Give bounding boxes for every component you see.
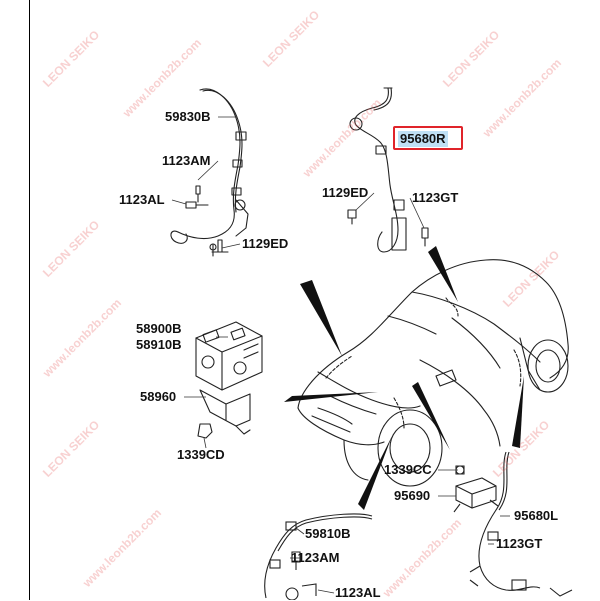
rear-right-wheel-speed-sensor-drawing (264, 513, 373, 600)
part-label-95680L[interactable]: 95680L (514, 508, 559, 523)
part-label-1123GT-top[interactable]: 1123GT (412, 190, 459, 205)
part-label-58900B[interactable]: 58900B (136, 321, 182, 336)
bolt-1123AL-top-drawing (185, 201, 209, 209)
rear-left-wheel-speed-sensor-drawing (469, 451, 573, 597)
vehicle-outline-drawing (297, 259, 569, 487)
abs-modulator-unit-drawing (195, 321, 263, 391)
part-label-1339CD[interactable]: 1339CD (177, 447, 225, 462)
pointer-wedges (284, 246, 524, 510)
part-label-1339CC[interactable]: 1339CC (384, 462, 432, 477)
bolt-1129ED-left-drawing (211, 239, 229, 253)
part-label-1123AM-bottom[interactable]: 1123AM (291, 550, 340, 565)
part-label-1129ED-left[interactable]: 1129ED (242, 236, 289, 251)
front-left-wheel-speed-sensor-drawing (170, 88, 249, 257)
leader-lines (171, 116, 510, 594)
part-label-95690[interactable]: 95690 (394, 488, 431, 503)
part-label-1123AL-top[interactable]: 1123AL (119, 192, 165, 207)
part-label-58960[interactable]: 58960 (140, 389, 177, 404)
part-label-58910B[interactable]: 58910B (136, 337, 182, 352)
bolt-1123GT-top-drawing (421, 227, 429, 247)
part-label-1123AM-top[interactable]: 1123AM (162, 153, 211, 168)
part-label-59830B[interactable]: 59830B (165, 109, 211, 124)
nut-1339CD-drawing (197, 423, 213, 439)
part-label-59810B[interactable]: 59810B (305, 526, 351, 541)
yaw-rate-sensor-drawing (453, 465, 499, 513)
part-label-1123GT-bottom[interactable]: 1123GT (496, 536, 543, 551)
bolt-1123AM-top-drawing (195, 185, 201, 203)
frame-border-line (29, 0, 30, 600)
part-label-95680R[interactable]: 95680R (398, 131, 448, 147)
part-label-1123AL-bottom[interactable]: 1123AL (335, 585, 381, 600)
bolt-1129ED-right-drawing (347, 209, 357, 225)
part-label-1129ED-right[interactable]: 1129ED (322, 185, 369, 200)
vehicle-wiring-drawing (325, 297, 522, 429)
abs-bracket-drawing (199, 389, 251, 435)
front-right-wheel-speed-sensor-drawing (349, 87, 407, 253)
selected-part-highlight (393, 126, 463, 150)
